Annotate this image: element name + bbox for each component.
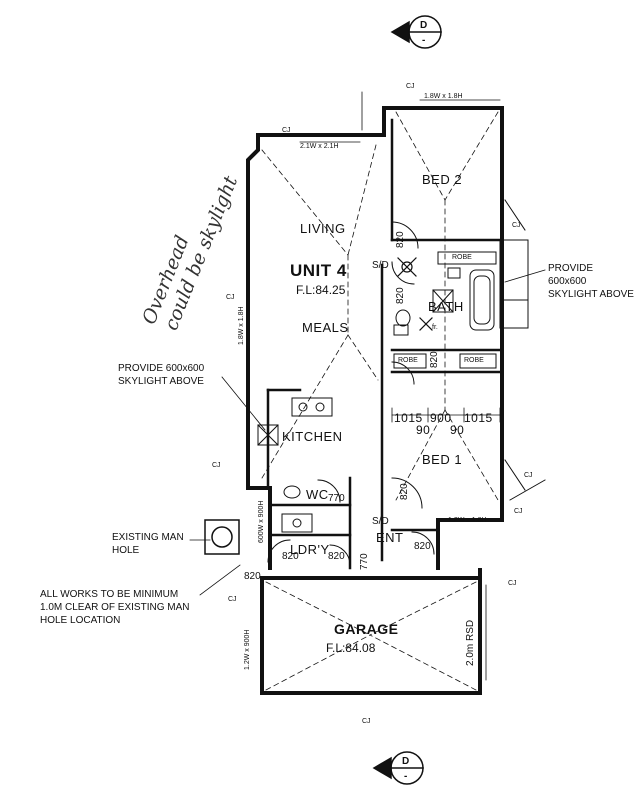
door-dim-820-b: 820 (395, 287, 406, 304)
robe-dim-90-a: 90 (416, 423, 431, 437)
room-label-bed-1: BED 1 (422, 452, 463, 467)
unit-floor-level: F.L:84.25 (296, 283, 346, 297)
fixtures (257, 239, 529, 533)
garage-title: GARAGE (334, 621, 399, 637)
control-joint-label: CJ (524, 472, 533, 479)
skylight-note-left: PROVIDE 600x600 SKYLIGHT ABOVE (118, 363, 205, 387)
door-dim-820-a: 820 (395, 231, 406, 248)
robe-outlines (393, 251, 497, 369)
door-dim-820-g: 820 (414, 541, 431, 552)
sliding-door-label-1: S/D (372, 260, 389, 271)
control-joint-label: CJ (508, 580, 517, 587)
room-label-bath: BATH (428, 299, 464, 314)
skylight-note-right: PROVIDE 600x600 SKYLIGHT ABOVE (548, 263, 634, 300)
roof-hip-lines (261, 111, 499, 691)
robe-label-right: ROBE (464, 357, 484, 364)
control-joint-label: CJ (212, 462, 221, 469)
control-joint-label: CJ (514, 508, 523, 515)
door-dim-820-h: 820 (244, 571, 261, 582)
clearance-note: ALL WORKS TO BE MINIMUM 1.0M CLEAR OF EX… (40, 589, 190, 626)
external-walls (246, 106, 504, 570)
window-laundry: 600W x 900H (258, 500, 265, 543)
window-top-right: 1.8W x 1.8H (424, 93, 463, 100)
section-marker-bottom-letter: D (402, 756, 410, 767)
window-garage-left: 1.2W x 900H (244, 629, 251, 670)
section-marker-top-letter: D (420, 20, 428, 31)
room-label-entry: ENT (376, 530, 404, 545)
internal-walls (266, 118, 502, 570)
room-label-bed-2: BED 2 (422, 172, 463, 187)
control-joint-label: CJ (282, 127, 291, 134)
room-label-laundry: LDR'Y (290, 542, 330, 557)
robe-label-left: ROBE (398, 357, 418, 364)
leader-lines (189, 91, 546, 596)
window-top-left: 2.1W x 2.1H (300, 143, 339, 150)
garage-walls (260, 568, 482, 695)
room-label-kitchen: KITCHEN (282, 429, 343, 444)
external-details (504, 199, 546, 501)
robe-dim-900: 900 (430, 411, 452, 425)
fridge-label: fr. (432, 324, 438, 331)
roller-door-label: 2.0m RSD (465, 619, 476, 666)
control-joint-label: CJ (512, 222, 521, 229)
robe-dim-90-b: 90 (450, 423, 465, 437)
section-marker-bottom-dash: - (404, 771, 408, 782)
door-swings (267, 221, 435, 566)
door-dim-820-f: 820 (328, 551, 345, 562)
control-joint-label: CJ (226, 294, 235, 301)
door-dim-820-c: 820 (429, 351, 440, 368)
room-label-meals: MEALS (302, 320, 349, 335)
door-dim-820-e: 820 (282, 551, 299, 562)
room-label-living: LIVING (300, 221, 346, 236)
manhole-note: EXISTING MAN HOLE (112, 532, 184, 556)
door-dim-820-d: 820 (399, 483, 410, 500)
window-left-living: 1.8W x 1.8H (238, 306, 245, 345)
manhole-symbol (204, 519, 240, 555)
sliding-door-label-2: S/D (372, 516, 389, 527)
door-dim-770-a: 770 (328, 493, 345, 504)
garage-floor-level: F.L:84.08 (326, 641, 376, 655)
robe-dim-1015-b: 1015 (464, 411, 493, 425)
robe-label-top: ROBE (452, 254, 472, 261)
control-joint-label: CJ (406, 83, 415, 90)
skylight-marks (397, 257, 433, 331)
section-marker-top-dash: - (422, 35, 426, 46)
window-bed-1: 1.2W x 1.8H (448, 517, 487, 524)
section-markers (372, 15, 442, 785)
unit-title: UNIT 4 (290, 261, 347, 280)
robe-dim-1015-a: 1015 (394, 411, 423, 425)
dimension-lines (299, 99, 501, 681)
room-label-wc: WC (306, 487, 329, 502)
control-joint-label: CJ (362, 718, 371, 725)
control-joint-label: CJ (228, 596, 237, 603)
door-dim-770-b: 770 (359, 553, 370, 570)
